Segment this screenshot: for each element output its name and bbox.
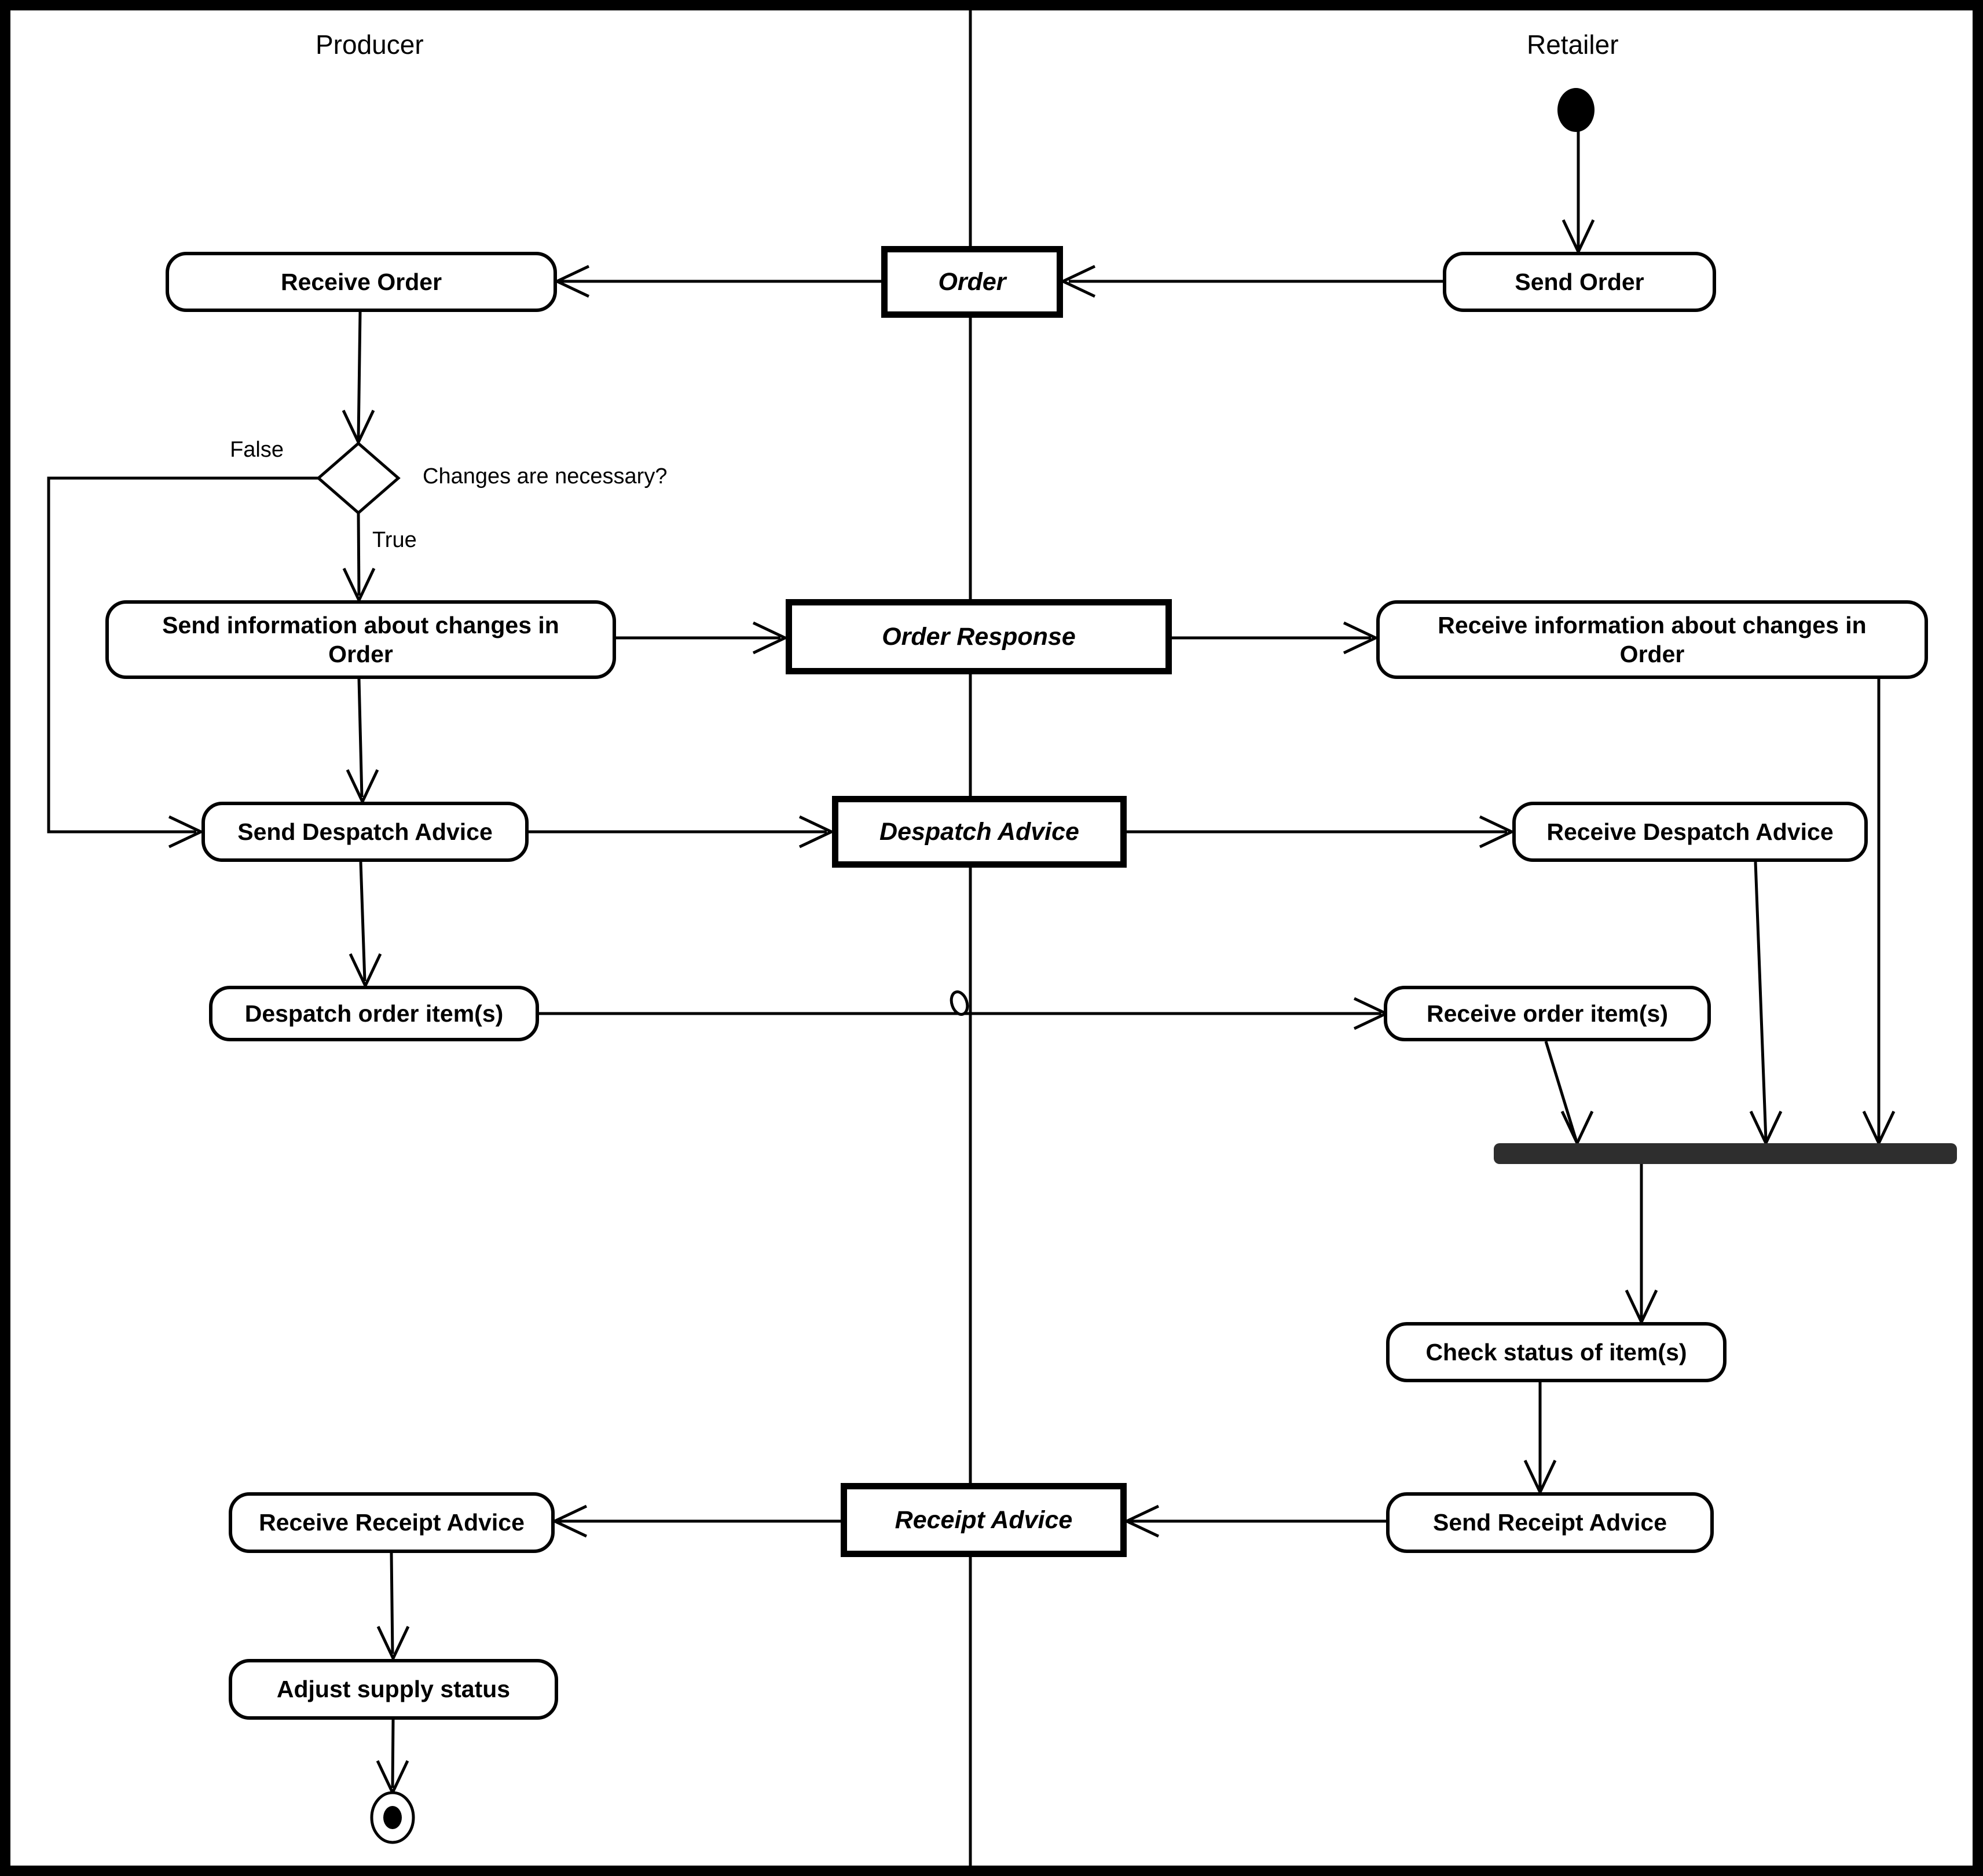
activity-node-receive-receipt: Receive Receipt Advice (229, 1492, 555, 1553)
edge-receive-receipt-to-adjust-supply (376, 1552, 410, 1662)
activity-node-receive-changes: Receive information about changes in Ord… (1376, 600, 1928, 679)
activity-node-send-receipt: Send Receipt Advice (1386, 1492, 1714, 1553)
object-node-order-response: Order Response (786, 599, 1172, 674)
edge-order-response-to-receive-changes (1172, 621, 1379, 655)
lane-title-producer: Producer (316, 30, 424, 60)
edge-receive-despatch-to-join (1749, 861, 1783, 1147)
edge-send-receipt-to-receipt-advice (1123, 1504, 1386, 1538)
activity-node-check-status: Check status of item(s) (1386, 1322, 1727, 1382)
edge-receive-changes-to-join (1862, 679, 1896, 1147)
edge-adjust-supply-to-final (376, 1719, 409, 1796)
edge-initial-to-send-order (1562, 131, 1595, 255)
edge-join-to-check-status (1625, 1164, 1658, 1326)
object-node-despatch-advice: Despatch Advice (832, 796, 1127, 868)
edge-send-despatch-to-despatch-items (349, 861, 382, 989)
edge-send-order-to-order (1060, 265, 1443, 298)
activity-node-receive-items: Receive order item(s) (1384, 986, 1711, 1041)
initial-node (1557, 88, 1595, 132)
guard-false-label: False (230, 438, 284, 462)
edge-despatch-advice-to-receive-despatch (1127, 815, 1515, 849)
edge-order-to-receive-order (554, 265, 881, 298)
activity-node-receive-order: Receive Order (166, 252, 557, 312)
edge-decision-false (47, 476, 318, 849)
activity-node-receive-despatch: Receive Despatch Advice (1512, 802, 1868, 862)
decision-question-label: Changes are necessary? (423, 464, 668, 489)
edge-send-changes-to-send-despatch (346, 678, 379, 805)
activity-node-despatch-items: Despatch order item(s) (209, 986, 539, 1041)
edge-receipt-advice-to-receive-receipt (551, 1504, 841, 1538)
edge-receive-order-to-decision (342, 311, 375, 446)
edge-send-despatch-to-despatch-advice (529, 815, 835, 849)
edge-receive-items-to-join (1544, 1041, 1594, 1147)
edge-decision-true (342, 512, 376, 604)
activity-node-adjust-supply: Adjust supply status (229, 1659, 558, 1720)
lane-title-retailer: Retailer (1527, 30, 1619, 60)
activity-final-node (370, 1791, 415, 1844)
edge-despatch-items-to-receive-items (539, 990, 1390, 1030)
object-node-receipt-advice: Receipt Advice (841, 1483, 1127, 1557)
edge-check-status-to-send-receipt (1523, 1382, 1557, 1496)
activity-node-send-despatch: Send Despatch Advice (201, 802, 529, 862)
join-bar (1494, 1143, 1957, 1164)
object-node-order: Order (881, 246, 1063, 318)
guard-true-label: True (372, 528, 417, 552)
activity-node-send-order: Send Order (1443, 252, 1716, 312)
activity-node-send-changes: Send information about changes in Order (105, 600, 616, 679)
decision-diamond (316, 441, 401, 515)
edge-send-changes-to-order-response (616, 621, 789, 655)
line-crossing-loop (950, 990, 969, 1016)
